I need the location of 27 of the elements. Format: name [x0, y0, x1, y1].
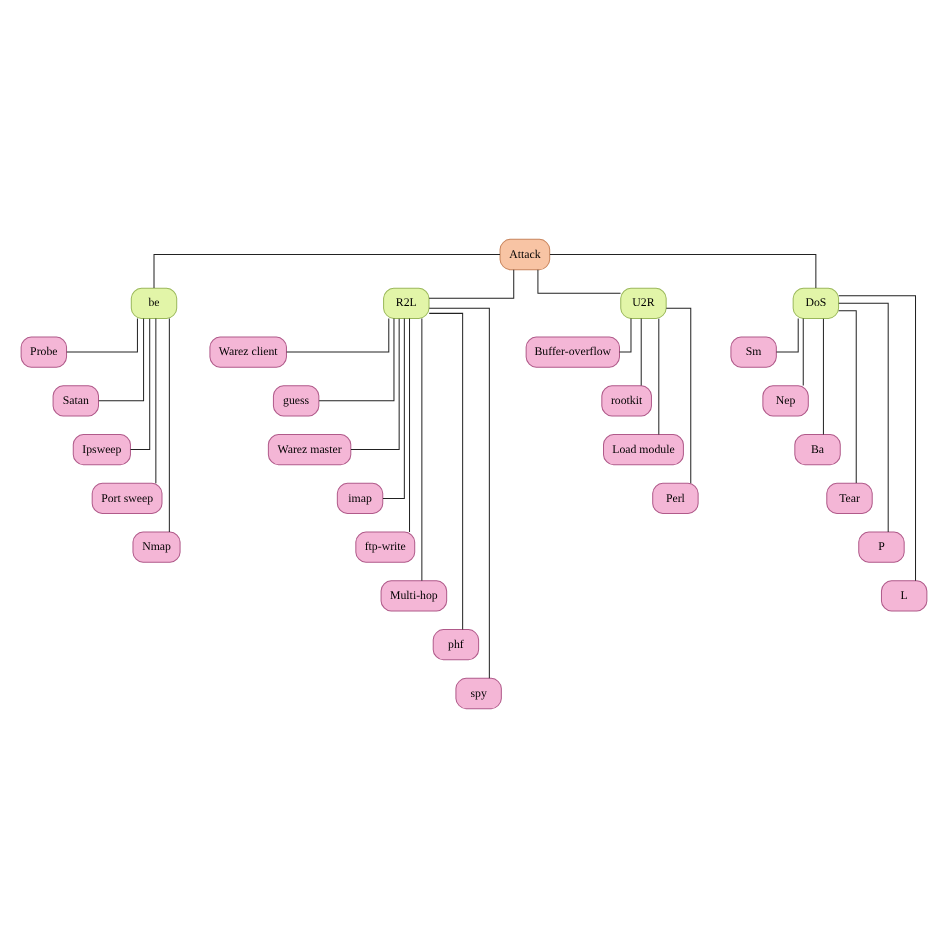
connector	[98, 318, 145, 402]
connector	[658, 318, 660, 435]
connector	[537, 269, 622, 294]
connector	[350, 318, 400, 451]
connector	[421, 318, 423, 582]
connector	[382, 318, 405, 499]
connector	[130, 318, 151, 451]
connector	[838, 302, 889, 533]
connector	[549, 254, 817, 289]
connector	[822, 318, 824, 435]
connector	[286, 317, 390, 353]
connector	[838, 295, 917, 582]
connector	[168, 318, 170, 533]
connector	[619, 317, 632, 353]
connector	[428, 312, 464, 630]
connector	[409, 318, 411, 533]
connector	[640, 318, 642, 386]
connector	[428, 307, 490, 679]
connector	[665, 307, 692, 484]
connector	[428, 269, 515, 299]
connector	[153, 254, 501, 289]
connector	[155, 318, 157, 484]
connector	[838, 310, 857, 484]
connector	[66, 317, 138, 353]
connector	[318, 318, 395, 402]
connector	[802, 318, 804, 386]
connector	[775, 317, 799, 353]
